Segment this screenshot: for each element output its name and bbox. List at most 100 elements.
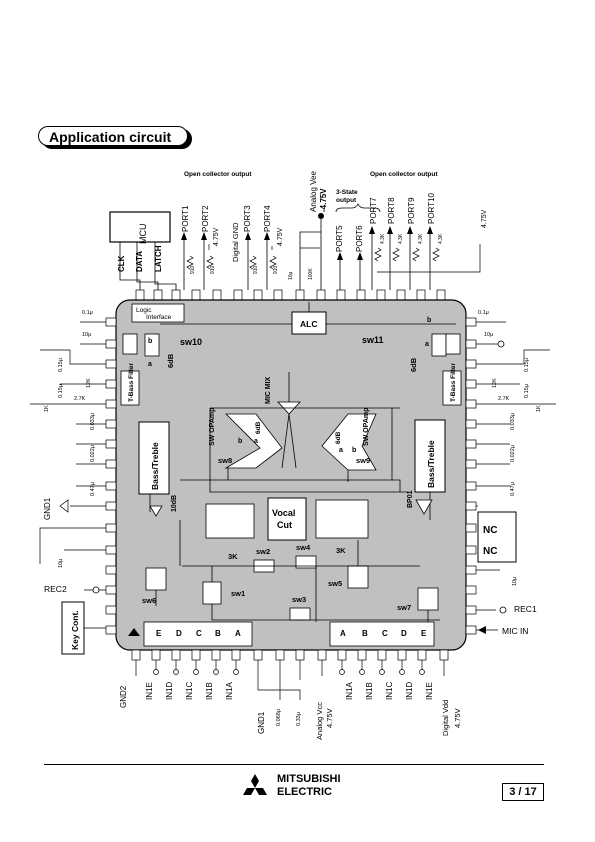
r1k-left: 1K [44, 405, 50, 412]
buffer-right [445, 333, 461, 355]
port8-label: PORT8 [387, 197, 396, 224]
tbass-filter-left [120, 370, 140, 406]
page-number: 3 [509, 786, 516, 798]
r12k-left: 12K [86, 378, 92, 388]
gnd1-label: GND1 [43, 497, 52, 520]
opamp-right-b: b [352, 447, 356, 454]
ch-right-b: B [362, 629, 368, 638]
port9-label: PORT9 [407, 197, 416, 224]
buffer-left [122, 333, 138, 355]
page-total: / 17 [518, 786, 537, 798]
chip-body [115, 299, 467, 651]
r910-2: 910 [210, 265, 216, 274]
gnd2-label: GND2 [119, 685, 128, 708]
port2-label: PORT2 [201, 205, 210, 232]
port-arrows [183, 232, 431, 290]
channel-right-box [329, 621, 435, 647]
side-pins [105, 317, 477, 635]
c0022u-right: 0.022μ [510, 445, 516, 462]
r3k-left: 3K [228, 552, 238, 561]
in1d-right: IN1D [405, 682, 414, 700]
data-label: DATA [135, 251, 144, 272]
c10u-top: 10μ [288, 271, 294, 280]
r910-4: 910 [273, 265, 279, 274]
tbass-right-label: T-Bass Filter [450, 363, 457, 402]
opamp-left-a: a [254, 438, 258, 445]
latch-label: LATCH [154, 245, 163, 272]
logic-interface-line1: Logic [136, 307, 152, 314]
footer-divider [44, 764, 544, 765]
brand-line1: MITSUBISHI [277, 773, 341, 785]
in1b-left: IN1B [205, 682, 214, 700]
sw-opamp-right-label: SW OPAmp [363, 408, 370, 446]
amp-10db [149, 505, 163, 517]
db10-label: 10dB [171, 495, 178, 512]
vocal-cut-right-box [315, 499, 369, 539]
r1k-right: 1K [536, 405, 542, 412]
db6-left: 6dB [166, 353, 175, 368]
three-state-label-1: 3-State [336, 189, 358, 196]
c015u-right-2: 0.15μ [524, 384, 530, 398]
port5-label: PORT5 [335, 225, 344, 252]
sw-opamp-left-label: SW OPAmp [209, 408, 216, 446]
key-cont-label: Key Cont. [70, 610, 80, 650]
c047u-left: 0.47μ [90, 482, 96, 496]
port6-label: PORT6 [355, 225, 364, 252]
sw10-a: a [148, 361, 152, 368]
mcu-box [109, 211, 171, 243]
c01u-left: 0.1μ [82, 310, 93, 316]
analog-vcc-v: 4.75V [325, 708, 334, 728]
sw9-label: sw9 [356, 456, 370, 465]
sw10-switch [144, 333, 160, 357]
gnd1-bottom-label: GND1 [257, 711, 266, 734]
sw4-label: sw4 [296, 543, 311, 552]
bottom-external-wiring [135, 660, 445, 700]
c10u-left: 10μ [82, 332, 91, 338]
switch-wiring [155, 520, 440, 622]
ch-right-d: D [401, 629, 407, 638]
in1c-left: IN1C [185, 682, 194, 700]
db6-opamp-left: 6dB [255, 421, 262, 434]
mic-in-label: MIC IN [502, 626, 528, 636]
vocal-cut-line1: Vocal [272, 508, 295, 518]
right-top-terminal [497, 340, 505, 348]
section-title: Application circuit [38, 126, 188, 146]
opamp-left-b: b [238, 438, 242, 445]
c0068u-label: 0.068μ [276, 709, 282, 726]
tbass-filter-right [442, 370, 462, 406]
r910-3: 910 [253, 265, 259, 274]
digital-vdd-v: 4.75V [453, 708, 462, 728]
r27k-right: 2.7K [498, 396, 510, 402]
ch-right-a: A [340, 629, 346, 638]
top-pins [135, 289, 446, 301]
db6-right: 6dB [409, 357, 418, 372]
chip-ground-triangle [128, 628, 140, 636]
sw2-label: sw2 [256, 547, 270, 556]
right-external-wiring [476, 321, 556, 631]
mcu-label: MCU [138, 224, 148, 245]
vocal-cut-line2: Cut [277, 520, 292, 530]
three-state-label-2: output [336, 197, 357, 204]
bottom-input-terminals [153, 669, 425, 675]
ch-left-a: A [235, 629, 241, 638]
open-collector-right-label: Open collector output [370, 171, 438, 178]
in1c-right: IN1C [385, 682, 394, 700]
in1d-left: IN1D [165, 682, 174, 700]
sw11-a: a [425, 341, 429, 348]
r12k-right: 12K [492, 378, 498, 388]
c0033u-right: 0.033μ [510, 413, 516, 430]
rec1-label: REC1 [514, 604, 537, 614]
r3k-right: 3K [336, 546, 346, 555]
r43k-2: 4.3K [398, 233, 404, 244]
v475-port4: 4.75V [277, 227, 284, 246]
c10u-right-lower: 10μ [512, 577, 518, 586]
bass-treble-right [414, 419, 446, 493]
sw5-label: sw5 [328, 579, 342, 588]
bp01-amp [415, 499, 433, 515]
port4-label: PORT4 [263, 205, 272, 232]
nc-label-1: NC [483, 525, 497, 536]
sw10-label: sw10 [180, 337, 202, 347]
sw3-label: sw3 [292, 595, 306, 604]
open-collector-left-label: Open collector output [184, 171, 252, 178]
